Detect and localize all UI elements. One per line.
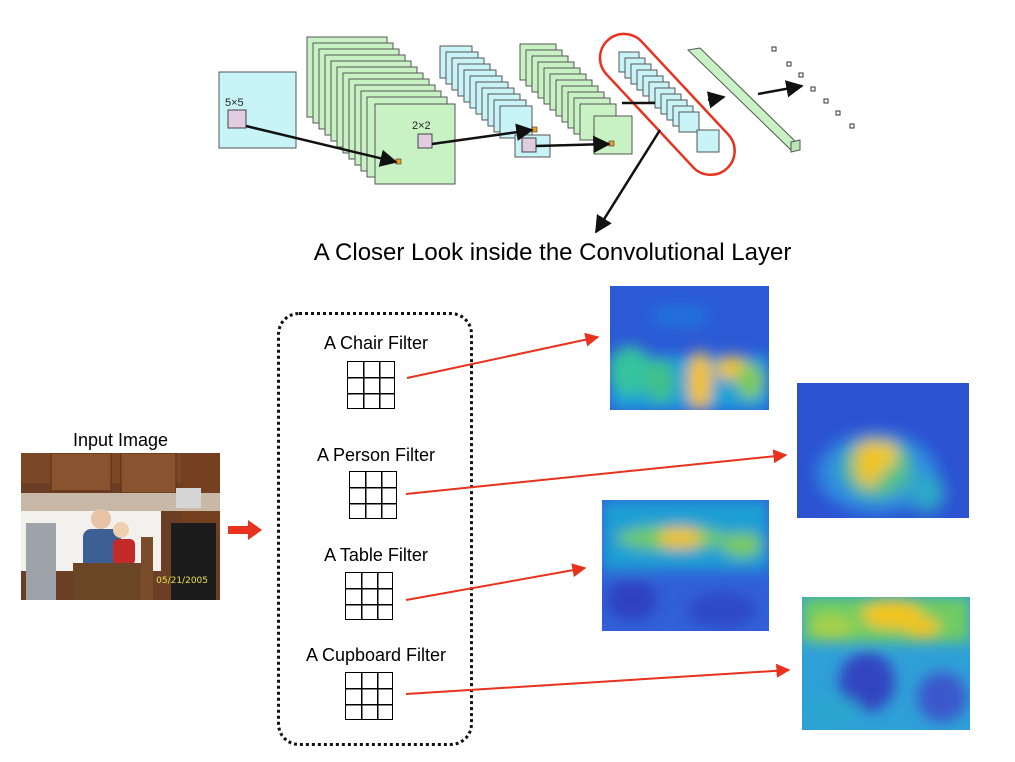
photo-date-stamp: 05/21/2005 (156, 576, 208, 586)
kernel-5x5 (227, 109, 247, 129)
pool-kernel (521, 137, 537, 153)
output-unit-1 (395, 158, 402, 165)
conv-layer-2-stack (519, 43, 633, 155)
input-image-label: Input Image (72, 430, 169, 450)
filter-grid-person (349, 471, 397, 519)
kernel-5x5-label: 5×5 (225, 97, 244, 109)
section-headline: A Closer Look inside the Convolutional L… (313, 239, 792, 266)
filter-label-chair: A Chair Filter (323, 333, 429, 353)
feature-map-table (602, 500, 769, 631)
conv-layer-1-stack (306, 36, 456, 185)
connection-arrows (245, 80, 804, 234)
filter-grid-table (345, 572, 393, 620)
filter-label-table: A Table Filter (324, 545, 428, 565)
filter-bank-box (277, 312, 473, 746)
feature-map-chair (610, 286, 769, 410)
input-to-filters-arrow (228, 520, 262, 540)
output-units (771, 46, 855, 129)
filter-label-person: A Person Filter (316, 445, 436, 465)
output-unit-2 (531, 126, 538, 133)
pool-layer-2-stack (618, 51, 720, 153)
feature-map-cupboard (802, 597, 970, 730)
kernel-2x2-label: 2×2 (412, 120, 431, 132)
cnn-architecture-diagram: 5×5 2×2 (218, 32, 855, 234)
input-photo: 05/21/2005 (21, 453, 220, 600)
filter-grid-chair (347, 361, 395, 409)
feature-map-person (797, 383, 969, 518)
filter-grid-cupboard (345, 672, 393, 720)
output-unit-3 (608, 140, 615, 147)
kernel-2x2 (417, 133, 433, 149)
highlight-ellipse (598, 32, 736, 177)
filter-label-cupboard: A Cupboard Filter (305, 645, 447, 665)
